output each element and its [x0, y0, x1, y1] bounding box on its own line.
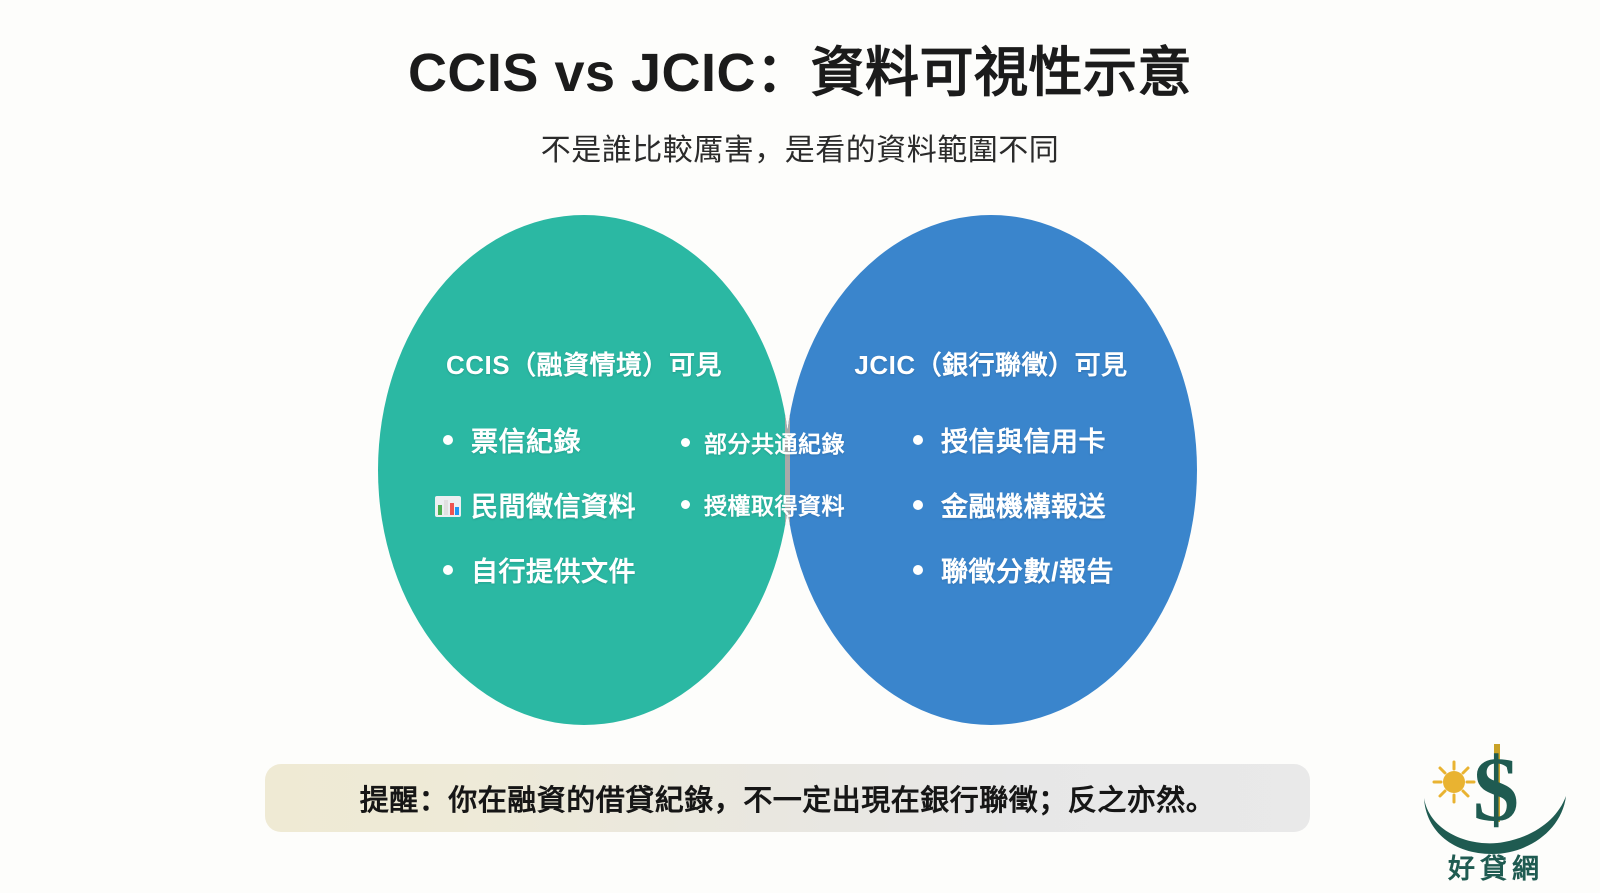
- jcic-item-list: 授信與信用卡 金融機構報送 聯徵分數/報告: [913, 420, 1114, 615]
- list-item-label: 金融機構報送: [941, 492, 1106, 522]
- footer-note-banner: 提醒：你在融資的借貸紀錄，不一定出現在銀行聯徵；反之亦然。: [265, 764, 1310, 832]
- venn-overlap-sliver: [785, 215, 790, 725]
- page-header: CCIS vs JCIC：資料可視性示意 不是誰比較厲害，是看的資料範圍不同: [0, 0, 1600, 169]
- footer-note-text: 提醒：你在融資的借貸紀錄，不一定出現在銀行聯徵；反之亦然。: [359, 785, 1216, 817]
- list-item: 民間徵信資料: [435, 485, 636, 524]
- list-item: 自行提供文件: [443, 550, 636, 589]
- list-item: 票信紀錄: [443, 420, 636, 459]
- bullet-dot-icon: [913, 434, 923, 445]
- bullet-dot-icon: [913, 499, 923, 510]
- bullet-dot-icon: [443, 434, 453, 445]
- shared-item-list: 部分共通紀錄 授權取得資料: [681, 425, 845, 549]
- list-item: 授信與信用卡: [913, 420, 1114, 459]
- list-item: 部分共通紀錄: [681, 425, 845, 459]
- list-item-label: 部分共通紀錄: [704, 431, 845, 457]
- bullet-dot-icon: [681, 499, 690, 509]
- list-item: 授權取得資料: [681, 487, 845, 521]
- ccis-circle-label: CCIS（融資情境）可見: [445, 350, 723, 380]
- list-item-label: 授權取得資料: [704, 493, 845, 519]
- list-item-label: 聯徵分數/報告: [941, 557, 1115, 587]
- list-item-label: 票信紀錄: [471, 427, 581, 457]
- list-item-label: 民間徵信資料: [471, 492, 636, 522]
- bullet-dot-icon: [681, 437, 690, 447]
- venn-circle-ccis: [378, 215, 790, 725]
- list-item-label: 自行提供文件: [471, 557, 636, 587]
- svg-text:$: $: [1473, 738, 1519, 840]
- brand-name: 好貸網: [1448, 854, 1544, 884]
- list-item: 聯徵分數/報告: [913, 550, 1114, 589]
- bullet-dot-icon: [443, 564, 453, 575]
- venn-diagram: CCIS（融資情境）可見 JCIC（銀行聯徵）可見 票信紀錄 民間徵信資料 自行…: [378, 215, 1197, 725]
- jcic-circle-label: JCIC（銀行聯徵）可見: [854, 350, 1128, 380]
- page-subtitle: 不是誰比較厲害，是看的資料範圍不同: [540, 134, 1060, 168]
- bullet-dot-icon: [913, 564, 923, 575]
- venn-circle-jcic: [785, 215, 1197, 725]
- brand-logo: $ 好貸網: [1408, 738, 1584, 888]
- page-title: CCIS vs JCIC：資料可視性示意: [407, 43, 1193, 103]
- ccis-item-list: 票信紀錄 民間徵信資料 自行提供文件: [435, 420, 636, 615]
- list-item: 金融機構報送: [913, 485, 1114, 524]
- dollar-sign-icon: $: [1424, 738, 1566, 854]
- list-item-label: 授信與信用卡: [941, 427, 1106, 457]
